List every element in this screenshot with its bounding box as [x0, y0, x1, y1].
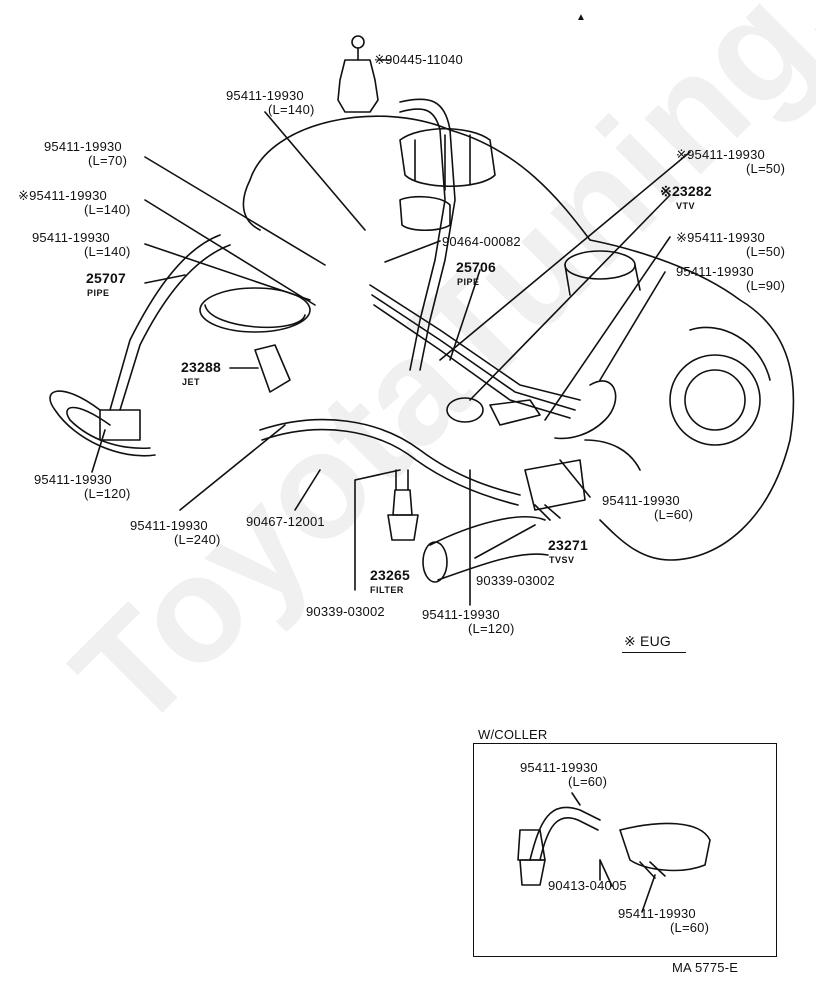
- label-95411-140-top-len: (L=140): [268, 102, 315, 117]
- label-95411-240-len: (L=240): [174, 532, 221, 547]
- label-25706: 25706: [456, 259, 496, 275]
- label-95411-140-top: 95411-19930: [226, 88, 304, 103]
- inset-label-95411-60-bottom: 95411-19930: [618, 906, 696, 921]
- label-95411-140-low: 95411-19930: [32, 230, 110, 245]
- inset-label-90413: 90413-04005: [548, 878, 627, 893]
- engine-outline: [249, 115, 795, 561]
- jet-23288: [254, 344, 291, 393]
- cylinder-top: [564, 250, 636, 280]
- label-95411-50-mid-len: (L=50): [746, 244, 786, 259]
- label-95411-90: 95411-19930: [676, 264, 754, 279]
- label-95411-140-mid-len: (L=140): [84, 202, 131, 217]
- label-23288-sub: JET: [182, 377, 201, 387]
- label-23288: 23288: [181, 359, 221, 375]
- label-90339-left: 90339-03002: [306, 604, 385, 619]
- label-25707-sub: PIPE: [87, 288, 110, 298]
- filter-23265: [392, 489, 413, 516]
- inset-hose: [529, 806, 601, 861]
- label-90445: ※90445-11040: [374, 52, 463, 67]
- label-95411-50-mid: ※95411-19930: [676, 230, 765, 245]
- svg-text:▲: ▲: [576, 12, 586, 23]
- label-25707: 25707: [86, 270, 126, 286]
- label-95411-90-len: (L=90): [746, 278, 786, 293]
- label-23282: ※23282: [660, 183, 712, 199]
- label-90464: 90464-00082: [442, 234, 521, 249]
- label-23271-sub: TVSV: [549, 555, 575, 565]
- label-95411-70: 95411-19930: [44, 139, 122, 154]
- label-23265-sub: FILTER: [370, 585, 404, 595]
- label-25706-sub: PIPE: [457, 277, 480, 287]
- water-outlet: [429, 516, 546, 546]
- label-95411-70-len: (L=70): [88, 153, 128, 168]
- hose-90: [554, 380, 617, 440]
- pipe-bundle: [369, 284, 581, 401]
- label-95411-120-bottom-len: (L=120): [468, 621, 515, 636]
- label-95411-50-top-len: (L=50): [746, 161, 786, 176]
- label-23265: 23265: [370, 567, 410, 583]
- label-95411-140-low-len: (L=140): [84, 244, 131, 259]
- inset-box: [473, 743, 777, 957]
- pulley-outer: [669, 354, 761, 446]
- label-90339-right: 90339-03002: [476, 573, 555, 588]
- label-95411-140-mid: ※95411-19930: [18, 188, 107, 203]
- hose-60: [584, 439, 641, 471]
- inset-label-95411-60-top: 95411-19930: [520, 760, 598, 775]
- label-95411-60-right-len: (L=60): [654, 507, 694, 522]
- label-23271: 23271: [548, 537, 588, 553]
- label-95411-50-top: ※95411-19930: [676, 147, 765, 162]
- label-90467: 90467-12001: [246, 514, 325, 529]
- label-95411-60-right: 95411-19930: [602, 493, 680, 508]
- distributor: [399, 127, 496, 187]
- asterisk-mark: ※: [374, 52, 386, 67]
- valve-90445: [337, 59, 379, 113]
- air-cleaner: [199, 287, 311, 333]
- hose-240: [259, 418, 521, 496]
- inset-title: W/COLLER: [478, 727, 548, 742]
- label-23282-sub: VTV: [676, 201, 696, 211]
- eug-underline: [622, 652, 686, 653]
- hose-top-long: [399, 98, 456, 371]
- tvsv-23271: [524, 459, 586, 511]
- label-95411-120-bottom: 95411-19930: [422, 607, 500, 622]
- inset-label-95411-60-bottom-len: (L=60): [670, 920, 710, 935]
- reference-code: MA 5775-E: [672, 960, 739, 975]
- label-95411-120-left-len: (L=120): [84, 486, 131, 501]
- pipe-25707: [109, 234, 221, 411]
- vtv-23282: [446, 397, 484, 423]
- hose-left-loop: [49, 390, 156, 457]
- label-eug: ※ EUG: [624, 633, 671, 649]
- label-95411-120-left: 95411-19930: [34, 472, 112, 487]
- label-95411-240: 95411-19930: [130, 518, 208, 533]
- inset-label-95411-60-top-len: (L=60): [568, 774, 608, 789]
